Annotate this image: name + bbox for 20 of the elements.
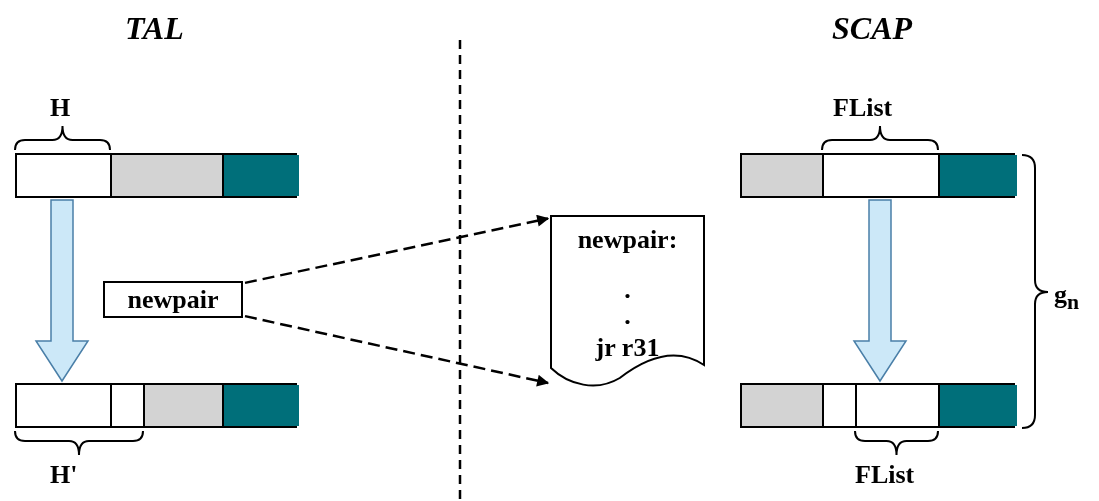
block-arrow bbox=[852, 199, 908, 383]
section-title: TAL bbox=[125, 12, 184, 44]
label-box: newpair bbox=[103, 281, 243, 318]
code-line: . bbox=[623, 277, 632, 303]
code-line: newpair: bbox=[576, 227, 679, 253]
section-title: SCAP bbox=[832, 12, 913, 44]
brace-label: g$_{n}$ bbox=[1054, 282, 1080, 314]
dashed-arrow bbox=[244, 214, 550, 285]
code-line: . bbox=[623, 303, 632, 329]
brace-label: H' bbox=[50, 462, 78, 488]
memory-bar bbox=[740, 153, 1015, 198]
block-arrow bbox=[34, 199, 90, 383]
memory-bar bbox=[15, 153, 297, 198]
memory-bar bbox=[740, 383, 1015, 428]
brace-label: FList bbox=[833, 95, 893, 121]
brace-label: H bbox=[50, 95, 71, 121]
dashed-arrow bbox=[244, 314, 550, 387]
memory-bar bbox=[15, 383, 297, 428]
code-line: jr r31 bbox=[594, 335, 661, 361]
brace-label: FList bbox=[855, 462, 915, 488]
